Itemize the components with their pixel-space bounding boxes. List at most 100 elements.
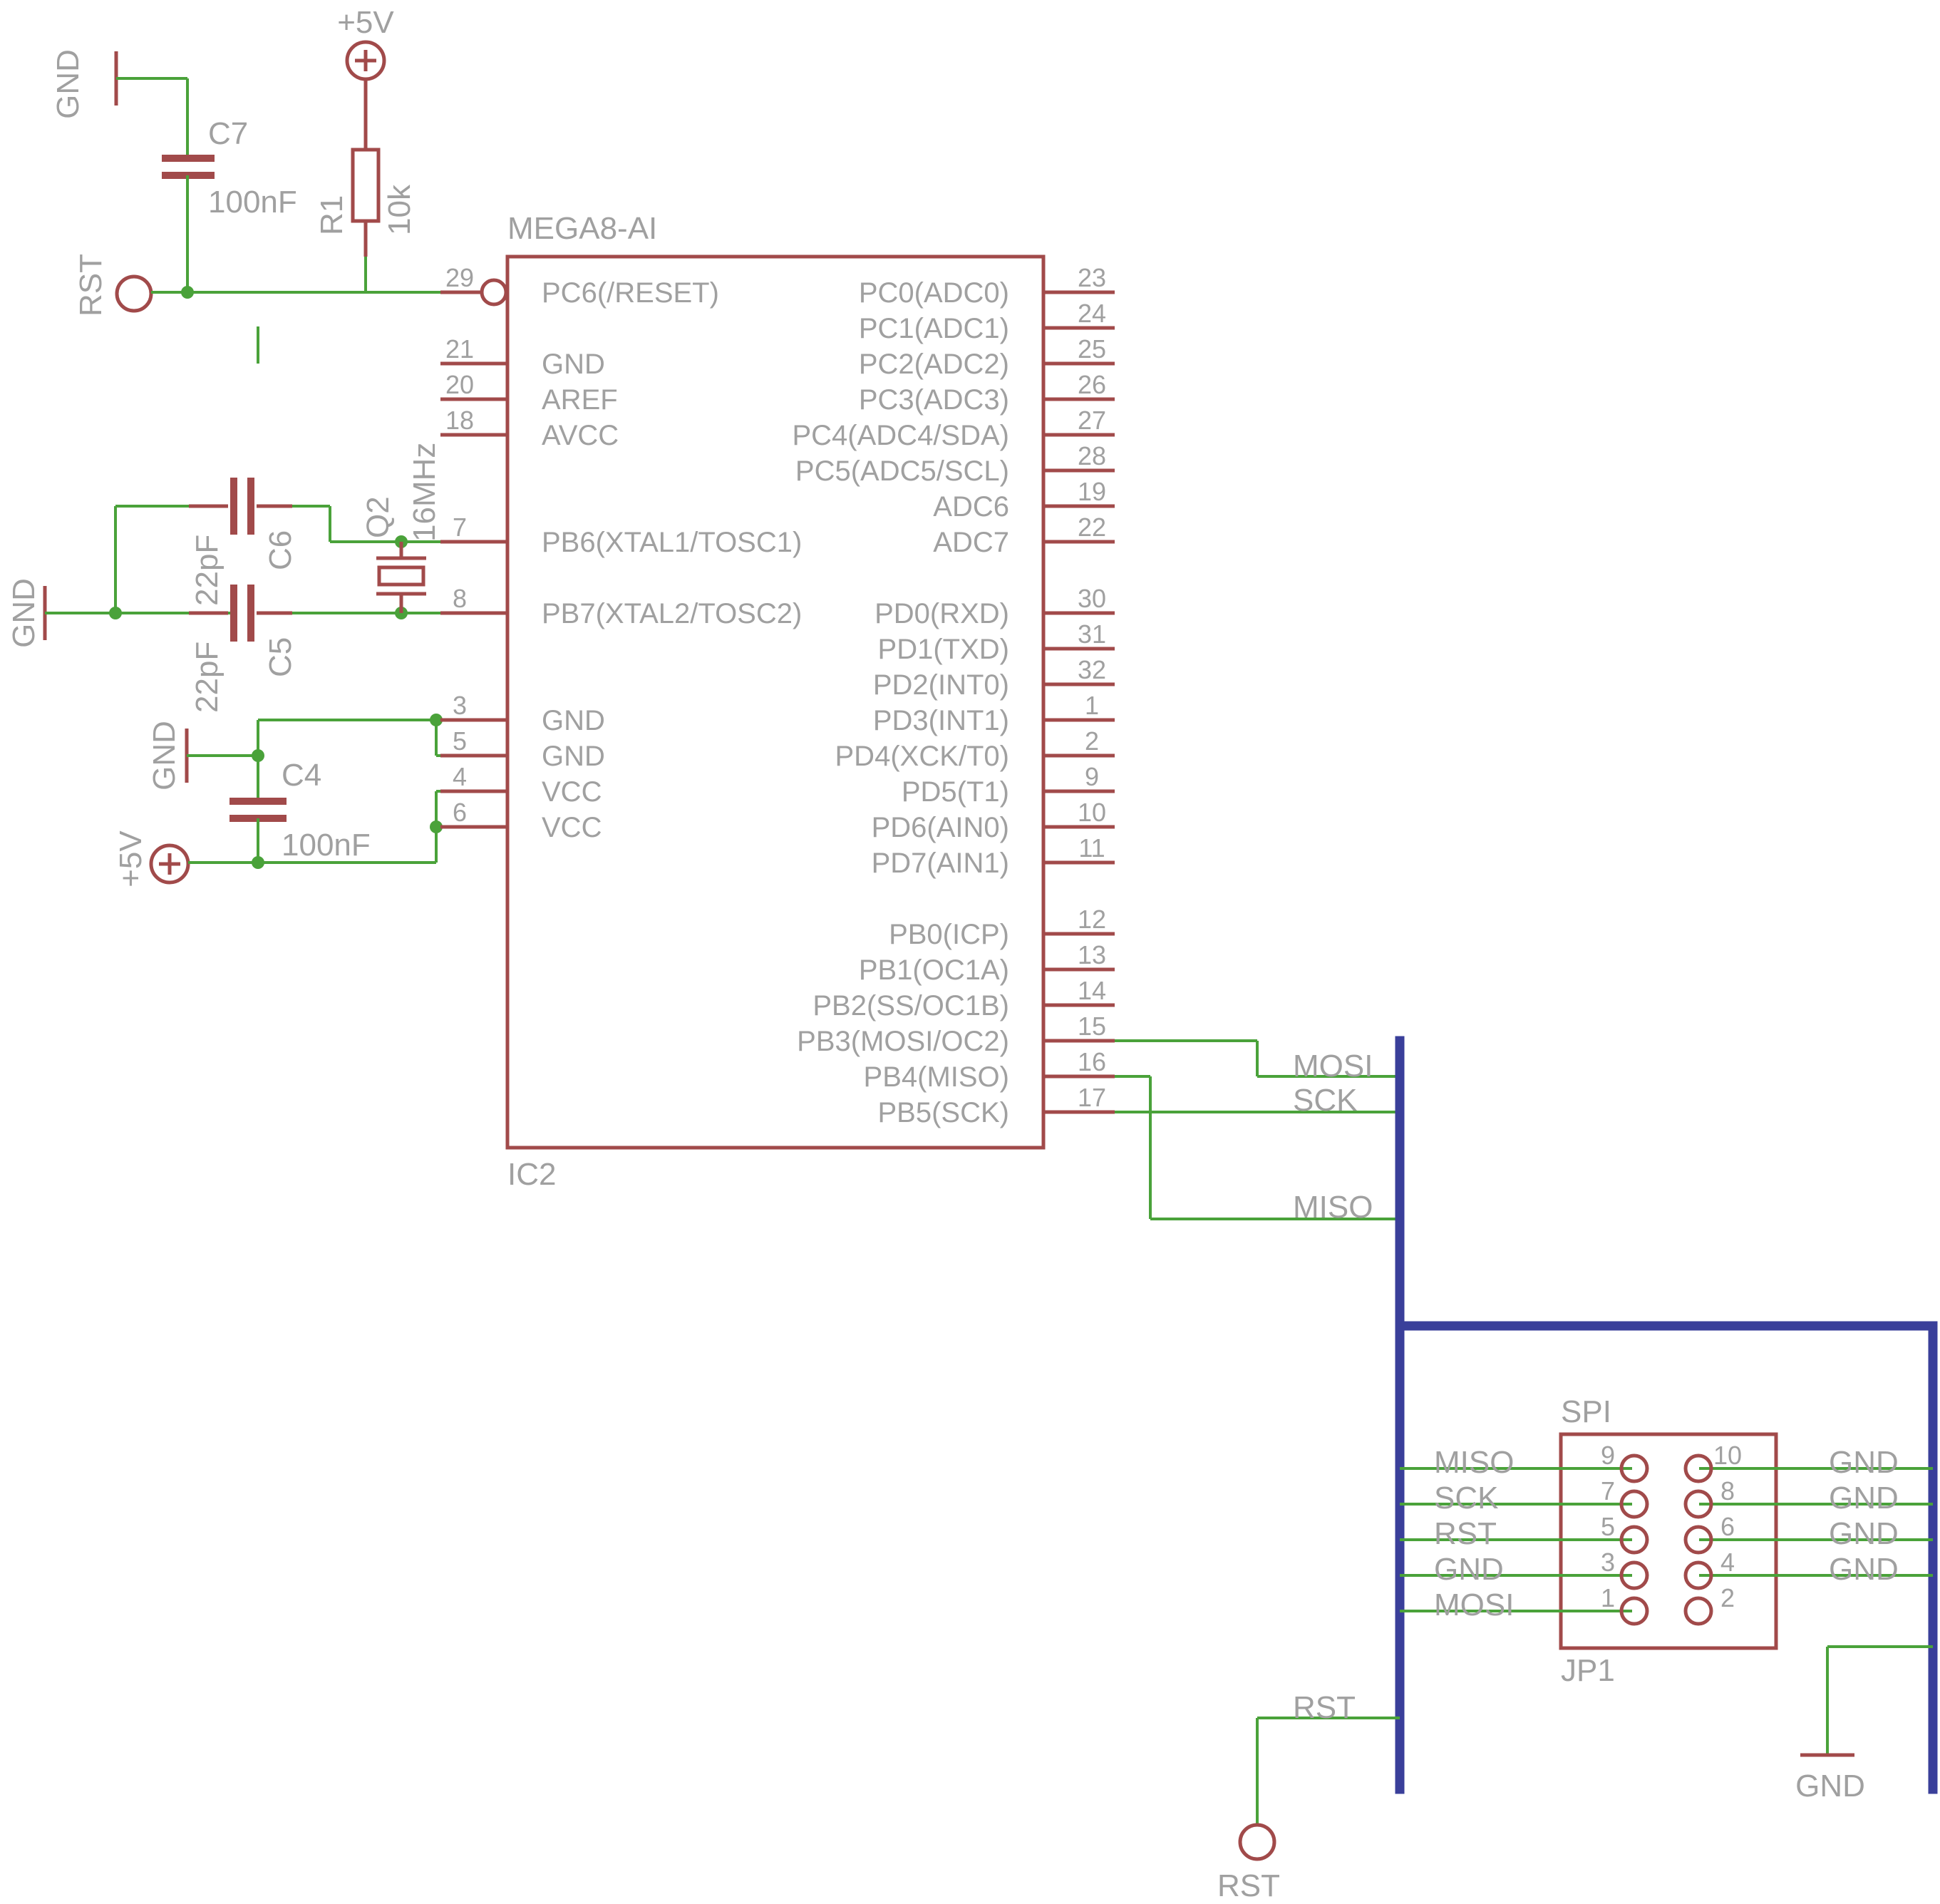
net-label: GND	[1829, 1481, 1899, 1516]
header-ref: JP1	[1561, 1653, 1615, 1688]
net-label: SCK	[1434, 1481, 1498, 1516]
gnd-label: GND	[147, 721, 182, 791]
pin-label: PB4(MISO)	[864, 1061, 1009, 1093]
pin-label: ADC6	[933, 491, 1009, 523]
header-pad	[1683, 1560, 1713, 1590]
c4-name: C4	[282, 758, 321, 793]
net-label: GND	[1829, 1516, 1899, 1551]
pin-number: 21	[445, 334, 474, 364]
ic-pin-left: 29 PC6(/RESET)	[440, 263, 719, 309]
pin-number: 25	[1078, 334, 1106, 364]
pin-number: 5	[453, 726, 467, 756]
pin-number: 20	[445, 370, 474, 399]
pin-number: 9	[1601, 1441, 1615, 1470]
net-label: RST	[1434, 1516, 1497, 1551]
ic-pin-right: 16 PB4(MISO)	[864, 1047, 1115, 1093]
pin-label: PD5(T1)	[902, 776, 1009, 808]
pin-label: PC0(ADC0)	[859, 277, 1009, 309]
pin-number: 4	[1720, 1548, 1735, 1577]
pin-number: 5	[1601, 1512, 1615, 1541]
header-pad	[1619, 1525, 1649, 1555]
gnd-label: GND	[1795, 1769, 1865, 1803]
resistor-body	[351, 148, 381, 223]
header-pad	[1619, 1489, 1649, 1519]
pin-number: 26	[1078, 370, 1106, 399]
net-label: GND	[1829, 1552, 1899, 1587]
pin-number: 2	[1720, 1583, 1735, 1612]
junction-dot	[430, 714, 443, 726]
pin-label: PC5(ADC5/SCL)	[795, 456, 1009, 487]
pin-number: 27	[1078, 406, 1106, 435]
pin-label: VCC	[542, 812, 602, 843]
inverted-pin-bubble	[480, 278, 508, 307]
pin-label: VCC	[542, 776, 602, 808]
pin-number: 10	[1078, 798, 1106, 827]
pin-number: 19	[1078, 477, 1106, 506]
net-label: MOSI	[1434, 1587, 1514, 1622]
net-label: MISO	[1434, 1445, 1514, 1480]
pin-number: 8	[1720, 1476, 1735, 1506]
pin-label: ADC7	[933, 527, 1009, 558]
crystal-body	[377, 565, 425, 587]
signal-bus	[1395, 1036, 1938, 1794]
header-pad	[1683, 1453, 1713, 1483]
pin-number: 29	[445, 263, 474, 292]
pin-label: PD2(INT0)	[873, 669, 1009, 701]
pin-number: 24	[1078, 299, 1106, 328]
pin-label: PD1(TXD)	[878, 634, 1009, 665]
c5-value: 22pF	[190, 642, 225, 713]
pin-number: 7	[1601, 1476, 1615, 1506]
header-pin-left: SCK 7	[1400, 1476, 1649, 1519]
gnd-label: GND	[6, 578, 41, 648]
bus-label-miso: MISO	[1293, 1190, 1373, 1225]
pin-number: 4	[453, 762, 467, 791]
pin-label: AVCC	[542, 420, 619, 451]
ic-right-pins: 23PC0(ADC0)24PC1(ADC1)25PC2(ADC2)26PC3(A…	[792, 263, 1115, 1128]
rst-bottom	[1238, 1717, 1400, 1861]
pin-label: GND	[542, 705, 605, 736]
pin-label: PD7(AIN1)	[872, 848, 1009, 879]
pin-number: 11	[1078, 833, 1105, 863]
junction-dot	[252, 749, 264, 762]
pin-label: AREF	[542, 384, 618, 416]
pin-label: GND	[542, 349, 605, 380]
header-pin-right: 2	[1683, 1583, 1735, 1626]
bus-label-sck: SCK	[1293, 1083, 1357, 1118]
rst-label: RST	[73, 254, 108, 317]
pin-number: 3	[453, 691, 467, 720]
pin-label: PC6(/RESET)	[542, 277, 719, 309]
q2-name: Q2	[361, 496, 396, 538]
r1-name: R1	[314, 195, 349, 235]
header-pin-right: GND 4	[1683, 1548, 1933, 1590]
c5-name: C5	[263, 637, 298, 677]
pin-label: PD4(XCK/T0)	[835, 741, 1010, 772]
pin-label: PC2(ADC2)	[859, 349, 1009, 380]
pin-number: 30	[1078, 584, 1106, 613]
pin-number: 12	[1078, 905, 1106, 934]
pin-number: 16	[1078, 1047, 1106, 1076]
c6-name: C6	[263, 530, 298, 570]
header-pad	[1683, 1489, 1713, 1519]
pin-number: 3	[1601, 1548, 1615, 1577]
header-pad	[1683, 1525, 1713, 1555]
header-pad	[1619, 1453, 1649, 1483]
pin-number: 18	[445, 406, 474, 435]
pin-label: PB6(XTAL1/TOSC1)	[542, 527, 802, 558]
pin-label: PD3(INT1)	[873, 705, 1009, 736]
c7-name: C7	[208, 116, 248, 151]
junction-dot	[252, 856, 264, 869]
junction-dot	[181, 286, 194, 299]
